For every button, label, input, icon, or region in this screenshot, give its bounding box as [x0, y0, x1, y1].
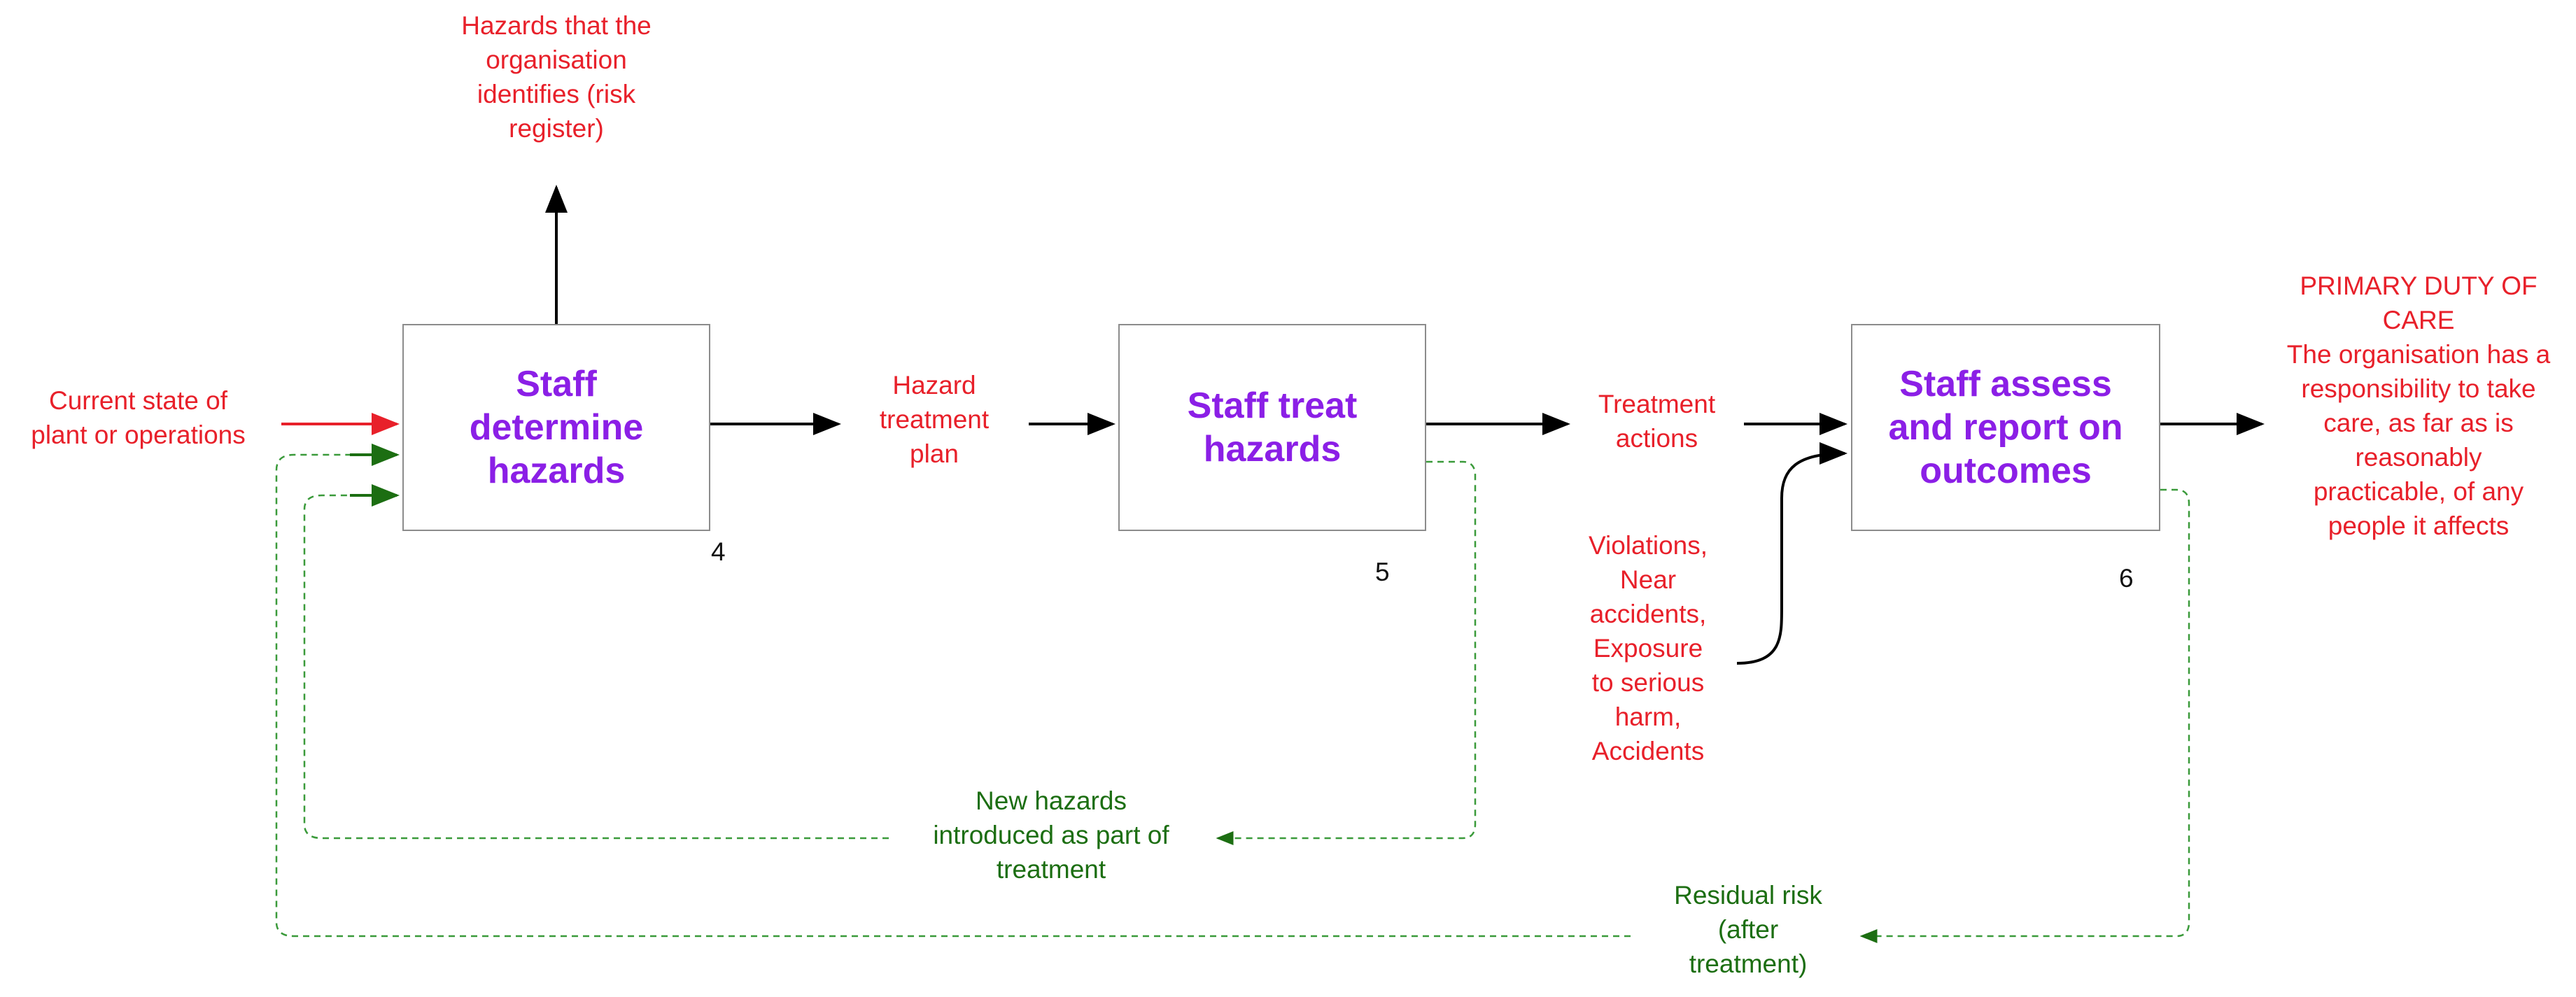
- box-title-assess: Staff assess and report on outcomes: [1888, 364, 2123, 491]
- box-number-treat: 5: [1375, 558, 1390, 586]
- feedback-line-new-hazards-return: [303, 494, 889, 840]
- box-title-treat: Staff treat hazards: [1187, 386, 1358, 469]
- label-risk-register: Hazards that the organisation identifies…: [461, 11, 652, 143]
- label-current-state: Current state of plant or operations: [31, 386, 246, 449]
- label-hazard-treatment-plan: Hazard treatment plan: [879, 371, 990, 468]
- label-residual-risk: Residual risk (after treatment): [1674, 881, 1822, 978]
- label-primary-duty-of-care: PRIMARY DUTY OF CARE The organisation ha…: [2286, 271, 2551, 540]
- box-staff-determine-hazards: Staff determine hazards: [402, 324, 710, 531]
- feedback-line-residual-risk-return: [275, 453, 1631, 938]
- box-number-assess: 6: [2119, 564, 2134, 593]
- box-number-determine: 4: [711, 537, 726, 566]
- label-incidents: Violations, Near accidents, Exposure to …: [1588, 531, 1708, 765]
- arrow-incidents-to-assess: [1736, 442, 1847, 665]
- label-new-hazards: New hazards introduced as part of treatm…: [933, 786, 1169, 884]
- box-staff-treat-hazards: Staff treat hazards: [1118, 324, 1426, 531]
- box-staff-assess-outcomes: Staff assess and report on outcomes: [1851, 324, 2160, 531]
- box-title-determine: Staff determine hazards: [469, 364, 644, 491]
- label-treatment-actions: Treatment actions: [1598, 390, 1716, 453]
- feedback-line-residual-risk: [1859, 488, 2190, 943]
